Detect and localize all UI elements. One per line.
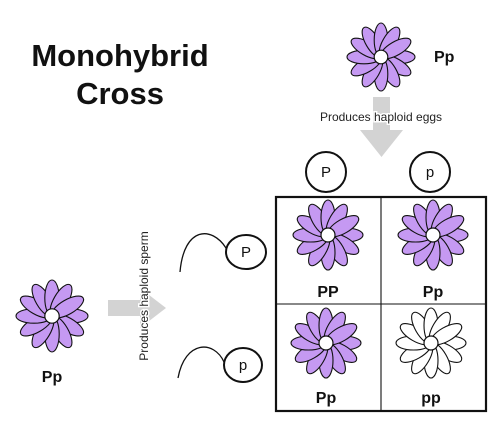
sperm-tail	[179, 233, 227, 273]
punnett-cell-genotype: PP	[317, 284, 339, 301]
egg-gamete-P: P	[305, 151, 347, 193]
flower-center	[425, 227, 441, 243]
egg-caption: Produces haploid eggs	[320, 110, 442, 124]
female-parent-genotype: Pp	[434, 49, 455, 66]
male-parent-genotype: Pp	[42, 369, 63, 386]
right-arrow-icon	[108, 288, 166, 328]
sperm-gamete-p: p	[223, 347, 263, 383]
title-line-2: Cross	[76, 76, 164, 111]
punnett-cell-genotype: Pp	[316, 390, 337, 407]
punnett-cell-flower-icon	[292, 199, 364, 271]
flower-center	[318, 335, 334, 351]
sperm-tail	[177, 346, 225, 379]
down-arrow-icon	[360, 97, 403, 157]
punnett-cell-flower-icon	[290, 307, 362, 379]
male-parent-flower-icon	[15, 279, 89, 353]
sperm-gamete-P: P	[225, 234, 267, 270]
egg-gamete-p: p	[409, 151, 451, 193]
punnett-cell-flower-icon	[395, 307, 467, 379]
punnett-cell-flower-icon	[397, 199, 469, 271]
flower-center	[320, 227, 336, 243]
title-line-1: Monohybrid	[31, 38, 208, 73]
female-parent-flower-icon	[346, 22, 416, 92]
flower-center	[373, 49, 389, 65]
flower-center	[44, 308, 60, 324]
punnett-cell-genotype: Pp	[423, 284, 444, 301]
egg-allele-label: P	[321, 164, 331, 181]
sperm-caption: Produces haploid sperm	[137, 231, 151, 360]
flower-center	[423, 335, 439, 351]
punnett-cell-genotype: pp	[421, 390, 441, 407]
egg-allele-label: p	[426, 164, 434, 181]
sperm-allele-label: p	[239, 357, 247, 374]
sperm-allele-label: P	[241, 244, 251, 261]
punnett-square: PP Pp Pp pp	[274, 195, 488, 413]
